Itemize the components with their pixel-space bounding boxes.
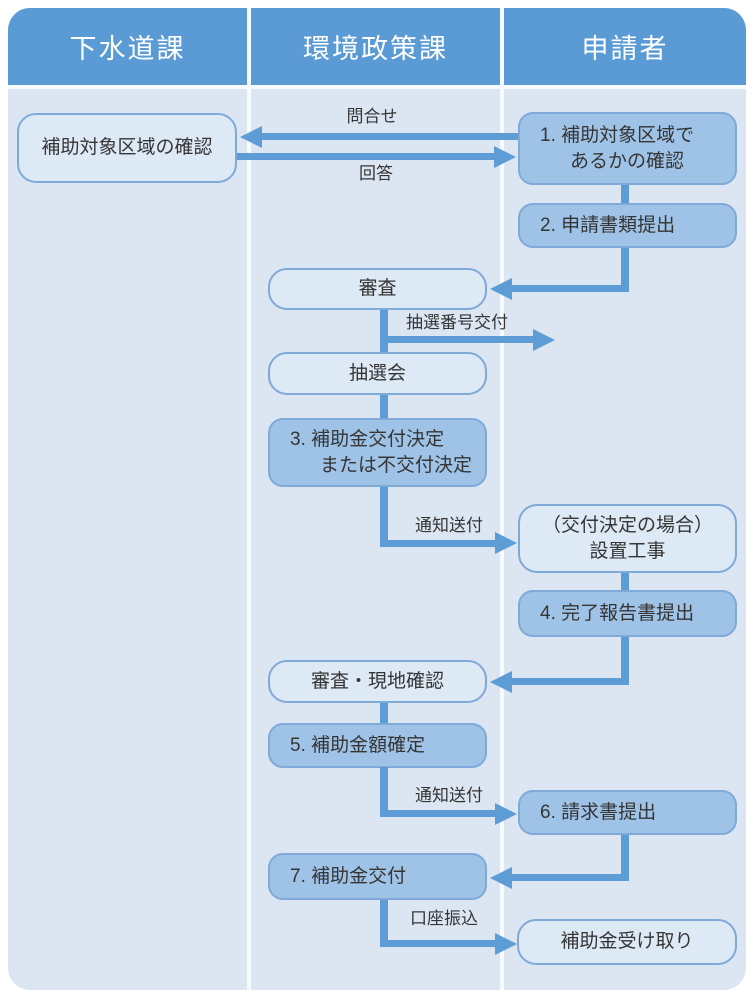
arrow-label-lottery-number: 抽選番号交付 [406, 313, 508, 332]
box-step5-label: 5. 補助金額確定 [290, 734, 426, 756]
box-genchi-kakunin: 審査・現地確認 [268, 660, 487, 703]
connector-step1-step2 [621, 185, 629, 203]
box-step6-invoice-submission: 6. 請求書提出 [518, 790, 737, 835]
arrow-inquiry-head-icon [240, 126, 262, 148]
arrow-label-inquiry: 問合せ [346, 107, 398, 126]
box-step3-label: 3. 補助金交付決定 または不交付決定 [290, 428, 473, 476]
arrow-label-notice2: 通知送付 [415, 786, 483, 805]
box-step1-area-confirmation: 1. 補助対象区域で あるかの確認 [518, 112, 737, 185]
box-subsidy-receipt-label: 補助金受け取り [560, 931, 694, 952]
arrow-bank-transfer-head-icon [495, 933, 517, 955]
lane-header-sewerage-division: 下水道課 [69, 34, 186, 64]
box-step7-label: 7. 補助金交付 [290, 865, 407, 887]
box-step2-label: 2. 申請書類提出 [540, 214, 676, 236]
box-step4-completion-report: 4. 完了報告書提出 [518, 590, 737, 637]
box-subsidy-receipt: 補助金受け取り [517, 919, 737, 965]
arrow-label-notice1: 通知送付 [415, 516, 483, 535]
lane-divider-1 [247, 8, 251, 990]
arrow-reply-line [237, 153, 494, 160]
box-installation-works-label: （交付決定の場合） 設置工事 [541, 514, 713, 562]
arrow-bank-transfer-vline [380, 900, 388, 947]
connector-step2-shinsa-head-icon [490, 278, 512, 300]
box-area-check: 補助対象区域の確認 [17, 113, 237, 183]
box-step5-amount-determination: 5. 補助金額確定 [268, 723, 487, 768]
connector-genchi-step5 [380, 703, 388, 723]
box-area-check-label: 補助対象区域の確認 [41, 137, 213, 158]
box-step1-label: 1. 補助対象区域で あるかの確認 [540, 124, 695, 172]
lane-divider-2 [500, 8, 504, 990]
connector-shinsa-chusenkai [380, 310, 388, 352]
connector-step2-shinsa-vline [621, 248, 629, 292]
arrow-bank-transfer-hline [380, 940, 495, 947]
connector-step4-genchi-head-icon [490, 671, 512, 693]
arrow-label-bank-transfer: 口座振込 [410, 909, 478, 928]
arrow-notice2-hline [380, 810, 495, 817]
connector-step2-shinsa-hline [512, 285, 629, 292]
arrow-lottery-number-head-icon [533, 329, 555, 351]
box-genchi-kakunin-label: 審査・現地確認 [310, 670, 444, 692]
connector-step6-step7-vline [621, 835, 629, 881]
arrow-reply-head-icon [494, 146, 516, 168]
connector-step4-genchi-vline [621, 637, 629, 685]
lane-header-environment-policy-division: 環境政策課 [303, 34, 448, 64]
connector-step6-step7-hline [512, 874, 629, 881]
connector-step4-genchi-hline [512, 678, 629, 685]
box-chusenkai-label: 抽選会 [348, 362, 406, 384]
arrow-label-reply: 回答 [359, 164, 393, 183]
lane-header-applicant: 申請者 [581, 34, 669, 64]
connector-secchi-step4 [621, 573, 629, 590]
header-bar [8, 8, 746, 85]
arrow-notice2-head-icon [495, 803, 517, 825]
arrow-lottery-number-line [380, 336, 533, 343]
header-separator [8, 85, 746, 89]
connector-chusenkai-step3 [380, 395, 388, 418]
arrow-notice2-vline [380, 767, 388, 817]
box-step3-grant-decision: 3. 補助金交付決定 または不交付決定 [268, 418, 487, 487]
box-installation-works: （交付決定の場合） 設置工事 [518, 504, 737, 573]
box-step2-document-submission: 2. 申請書類提出 [518, 203, 737, 248]
arrow-notice1-hline [380, 540, 495, 547]
box-step4-label: 4. 完了報告書提出 [540, 602, 695, 624]
box-step6-label: 6. 請求書提出 [540, 801, 657, 823]
arrow-notice1-head-icon [495, 532, 517, 554]
arrow-inquiry-line [262, 133, 518, 140]
box-step7-subsidy-payment: 7. 補助金交付 [268, 853, 487, 900]
arrow-notice1-vline [380, 487, 388, 547]
box-chusenkai: 抽選会 [268, 352, 487, 395]
box-shinsa-label: 審査 [358, 278, 397, 299]
box-shinsa: 審査 [268, 268, 487, 310]
connector-step6-step7-head-icon [490, 867, 512, 889]
